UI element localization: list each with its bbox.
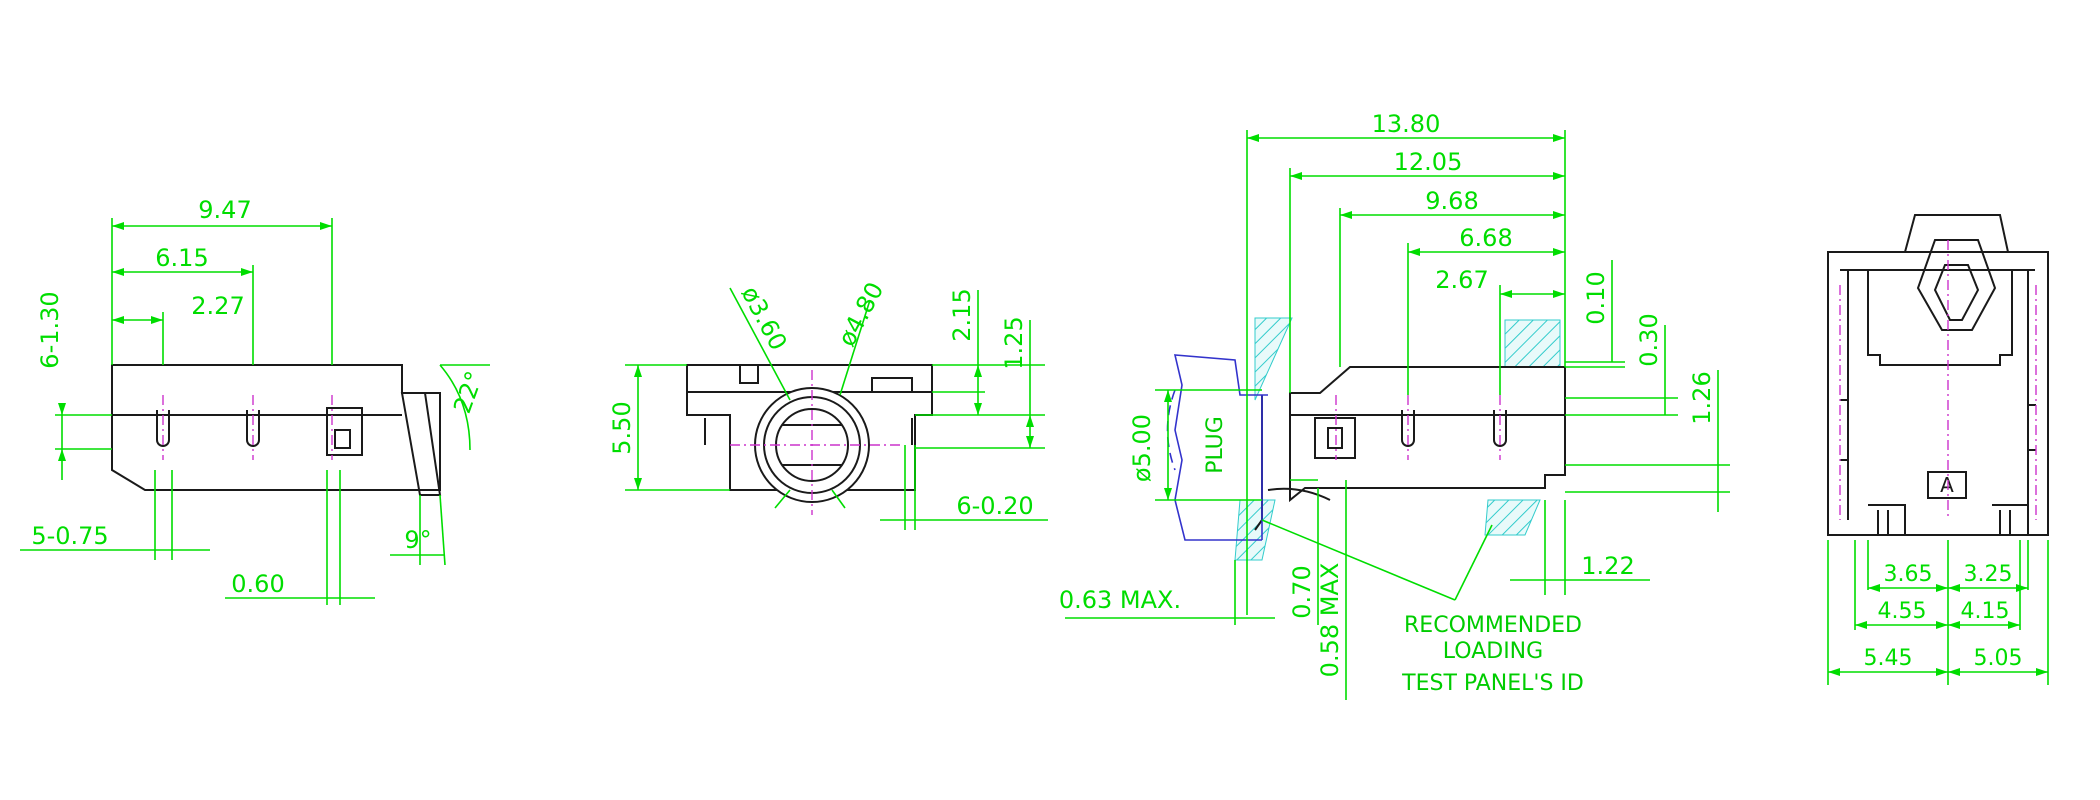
panel-hatch-upper-right	[1504, 319, 1561, 368]
dim-9-deg: 9°	[404, 526, 431, 554]
section-view-body	[1289, 366, 1566, 503]
panel-hatch-upper-left	[1254, 317, 1293, 401]
note-line-2: LOADING	[1443, 639, 1543, 664]
front-view-latch	[871, 377, 913, 393]
plug-label: PLUG	[1203, 416, 1228, 474]
front-view: ø3.60 ø4.80 5.50 2.15 1.25 6-0.20	[608, 278, 1048, 530]
side-view-contact	[326, 407, 363, 456]
dim-3-25: 3.25	[1964, 562, 2013, 587]
dim-dia-3-60: ø3.60	[736, 282, 793, 355]
dim-dia-5-00: ø5.00	[1128, 414, 1156, 482]
dim-5-50: 5.50	[608, 401, 636, 454]
note-line-1: RECOMMENDED	[1404, 613, 1582, 638]
bottom-view-body	[1827, 251, 2049, 536]
side-view-pin-slot	[156, 410, 170, 447]
dim-12-05: 12.05	[1394, 148, 1463, 176]
dim-2-15: 2.15	[948, 288, 976, 341]
side-view-body	[111, 364, 441, 491]
dim-1-22: 1.22	[1581, 552, 1634, 580]
side-view: 9.47 6.15 2.27 6-1.30 5-0.75 0.60 22° 9°	[20, 196, 490, 605]
dim-9-68: 9.68	[1425, 187, 1478, 215]
dim-9-47: 9.47	[198, 196, 251, 224]
dim-2-27: 2.27	[191, 292, 244, 320]
front-view-key	[739, 364, 759, 384]
dim-2-67: 2.67	[1435, 266, 1488, 294]
dim-4-15: 4.15	[1961, 599, 2010, 624]
dim-5-05: 5.05	[1974, 646, 2023, 671]
dim-0-30: 0.30	[1635, 313, 1663, 366]
dim-1-25: 1.25	[1000, 316, 1028, 369]
panel-hatch-lower-right	[1484, 499, 1541, 536]
plug-outline	[1173, 354, 1268, 541]
bottom-view-latch	[1916, 239, 1997, 331]
dim-0-63-max: 0.63 MAX.	[1059, 586, 1181, 614]
dim-13-80: 13.80	[1372, 110, 1441, 138]
bottom-view-marker: A	[1940, 473, 1954, 497]
dim-5-45: 5.45	[1864, 646, 1913, 671]
dim-dia-4-80: ø4.80	[833, 278, 890, 351]
dim-6-1-30: 6-1.30	[36, 291, 64, 368]
dim-22-deg: 22°	[448, 367, 489, 417]
dim-1-26: 1.26	[1688, 371, 1716, 424]
section-view: PLUG 13.80 12.05	[1059, 110, 1730, 700]
bottom-view: A 3.65 3.25 4.55 4.15 5.45 5.05	[1827, 214, 2049, 685]
dim-6-0-20: 6-0.20	[956, 492, 1033, 520]
dim-0-60: 0.60	[231, 570, 284, 598]
dim-0-70: 0.70	[1288, 565, 1316, 618]
side-view-pin-slot	[246, 410, 260, 447]
section-view-contact	[1314, 417, 1356, 459]
note-line-3: TEST PANEL'S ID	[1401, 671, 1584, 696]
dim-0-10: 0.10	[1582, 271, 1610, 324]
side-view-tab	[400, 392, 442, 496]
side-view-contact-inner	[334, 429, 351, 449]
dim-0-58-max: 0.58 MAX	[1316, 563, 1344, 678]
dim-3-65: 3.65	[1884, 562, 1933, 587]
dim-6-15: 6.15	[155, 244, 208, 272]
bottom-view-marker-box	[1927, 471, 1967, 499]
dim-5-0-75: 5-0.75	[31, 522, 108, 550]
bottom-view-top-cap	[1904, 214, 2009, 253]
dim-4-55: 4.55	[1878, 599, 1927, 624]
dim-6-68: 6.68	[1459, 224, 1512, 252]
